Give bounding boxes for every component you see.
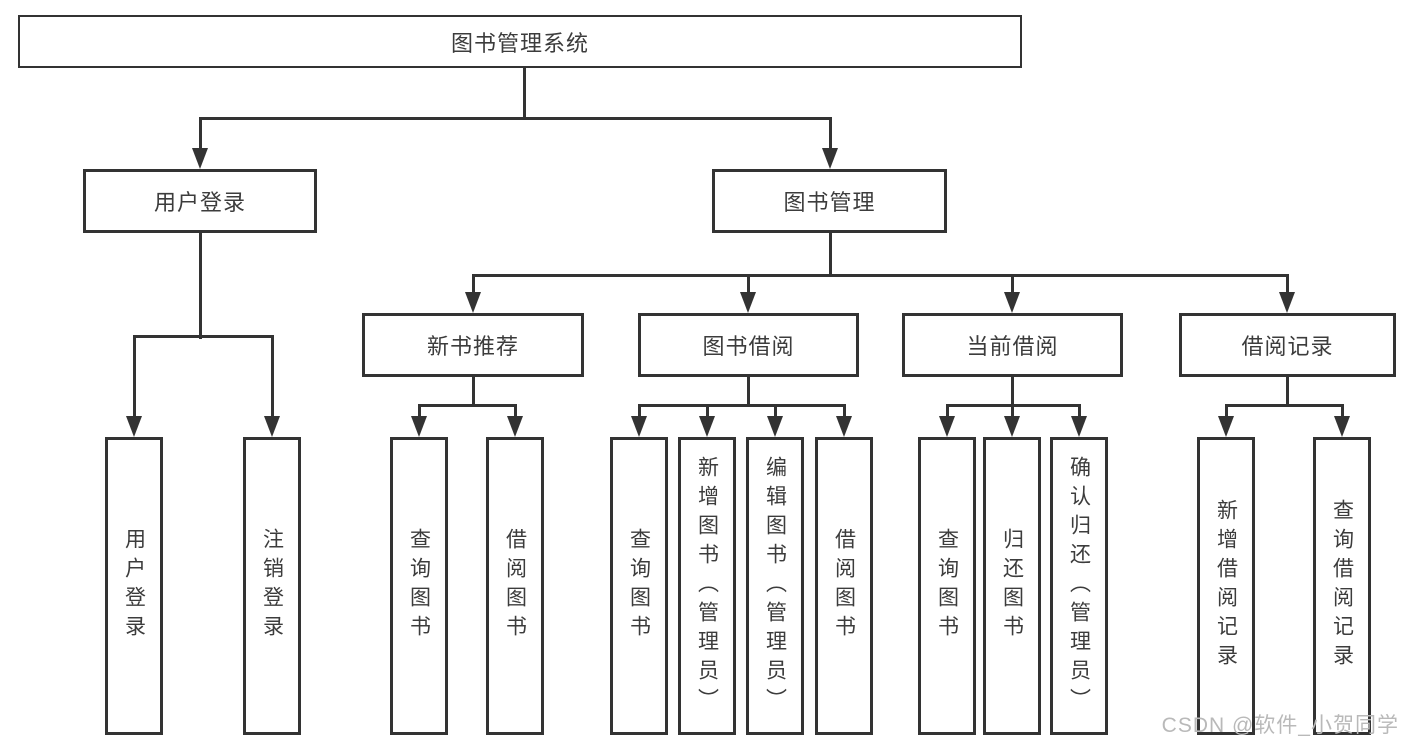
leaf-user-login: 用户登录 [105,437,163,735]
node-label: 注销登录 [260,528,284,644]
leaf-return-book: 归还图书 [983,437,1041,735]
arrow-down-icon [1071,416,1087,437]
node-label: 查询图书 [935,528,959,644]
connector-line [198,116,832,120]
connector-line [522,68,526,120]
arrow-down-icon [264,416,280,437]
connector-line [1010,275,1014,296]
connector-line [471,275,475,296]
node-label: 用户登录 [153,190,246,215]
arrow-down-icon [631,416,647,437]
connector-line [1010,405,1014,420]
connector-line [1340,405,1344,420]
connector-line [1010,377,1014,407]
connector-line [705,405,709,420]
node-label: 查询图书 [627,528,651,644]
connector-line [1077,405,1081,420]
leaf-add-borrow-record: 新增借阅记录 [1197,437,1255,735]
node-label: 新增借阅记录 [1214,499,1238,673]
connector-line [637,405,641,420]
node-label: 新书推荐 [426,334,519,359]
node-new-book-recommend: 新书推荐 [362,313,584,377]
connector-line [828,233,832,277]
node-borrow-record: 借阅记录 [1179,313,1396,377]
connector-line [1285,377,1289,407]
leaf-borrow-book-2: 借阅图书 [815,437,873,735]
node-label: 新增图书（管理员） [695,455,719,717]
node-label: 图书借阅 [702,334,795,359]
connector-line [1224,403,1344,407]
node-label: 借阅图书 [832,528,856,644]
connector-line [198,118,202,152]
arrow-down-icon [1004,292,1020,313]
connector-line [132,336,136,420]
arrow-down-icon [1218,416,1234,437]
connector-line [828,118,832,152]
connector-line [270,336,274,420]
arrow-down-icon [740,292,756,313]
arrow-down-icon [465,292,481,313]
node-label: 当前借阅 [966,334,1059,359]
connector-line [471,273,1289,277]
arrow-down-icon [1334,416,1350,437]
arrow-down-icon [822,148,838,169]
leaf-query-book-2: 查询图书 [610,437,668,735]
leaf-logout: 注销登录 [243,437,301,735]
connector-line [198,233,202,339]
connector-line [417,403,517,407]
arrow-down-icon [699,416,715,437]
node-book-management-branch: 图书管理 [712,169,947,233]
connector-line [945,405,949,420]
arrow-down-icon [1279,292,1295,313]
connector-line [513,405,517,420]
node-book-borrow: 图书借阅 [638,313,859,377]
node-root: 图书管理系统 [18,15,1022,68]
node-user-login-branch: 用户登录 [83,169,317,233]
node-label: 编辑图书（管理员） [763,455,787,717]
leaf-edit-book-admin: 编辑图书（管理员） [746,437,804,735]
connector-line [1285,275,1289,296]
leaf-add-book-admin: 新增图书（管理员） [678,437,736,735]
arrow-down-icon [411,416,427,437]
node-label: 确认归还（管理员） [1067,455,1091,717]
node-current-borrow: 当前借阅 [902,313,1123,377]
arrow-down-icon [767,416,783,437]
node-root-label: 图书管理系统 [450,30,589,56]
arrow-down-icon [126,416,142,437]
connector-line [417,405,421,420]
connector-line [637,403,846,407]
connector-line [746,275,750,296]
leaf-query-book-3: 查询图书 [918,437,976,735]
node-label: 查询图书 [407,528,431,644]
node-label: 用户登录 [122,528,146,644]
connector-line [746,377,750,407]
connector-line [132,334,274,338]
node-label: 借阅图书 [503,528,527,644]
connector-line [842,405,846,420]
arrow-down-icon [836,416,852,437]
leaf-query-book-1: 查询图书 [390,437,448,735]
arrow-down-icon [192,148,208,169]
arrow-down-icon [507,416,523,437]
node-label: 查询借阅记录 [1330,499,1354,673]
leaf-confirm-return-admin: 确认归还（管理员） [1050,437,1108,735]
node-label: 借阅记录 [1241,334,1334,359]
connector-line [773,405,777,420]
arrow-down-icon [1004,416,1020,437]
node-label: 归还图书 [1000,528,1024,644]
node-label: 图书管理 [783,190,876,215]
connector-line [1224,405,1228,420]
connector-line [471,377,475,407]
arrow-down-icon [939,416,955,437]
leaf-borrow-book-1: 借阅图书 [486,437,544,735]
watermark: CSDN @软件_小贺同学 [1161,714,1399,737]
leaf-query-borrow-record: 查询借阅记录 [1313,437,1371,735]
